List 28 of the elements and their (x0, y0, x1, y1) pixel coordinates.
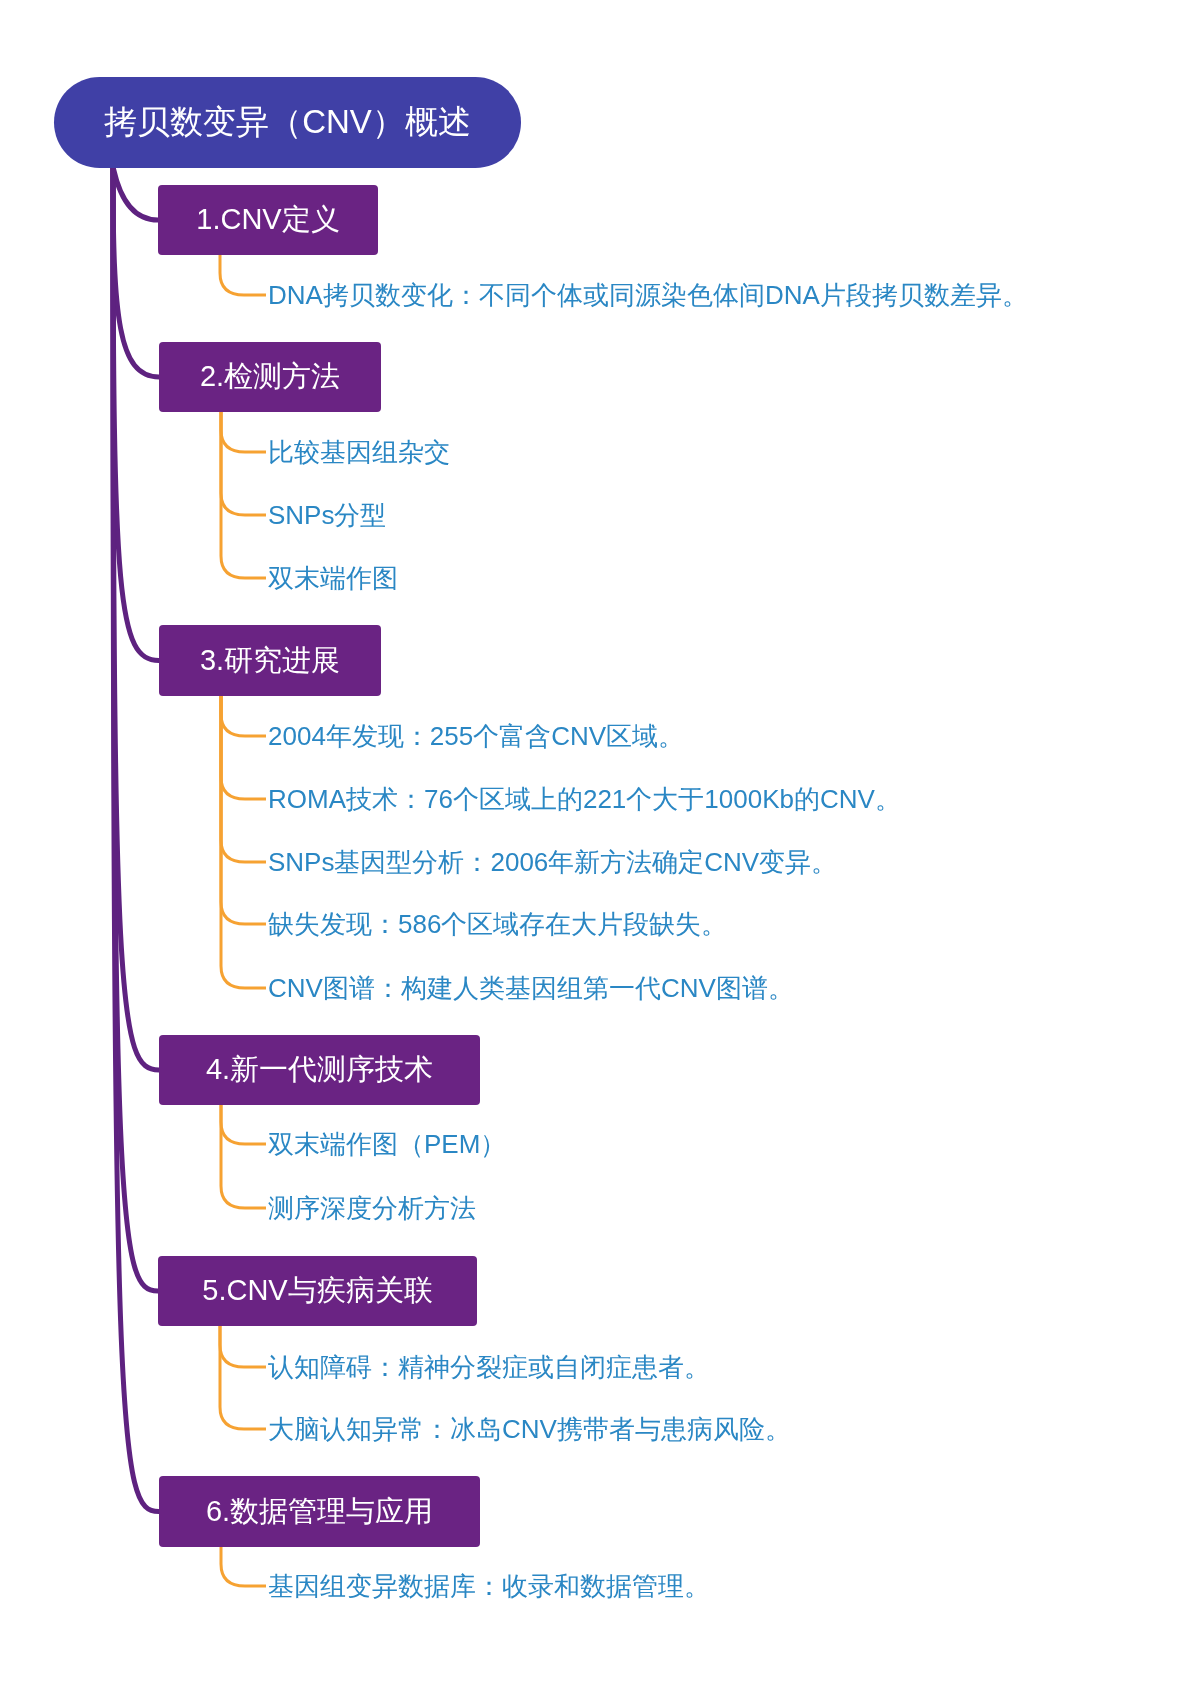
leaf-text: DNA拷贝数变化：不同个体或同源染色体间DNA片段拷贝数差异。 (268, 275, 1028, 315)
topic-box: 5.CNV与疾病关联 (158, 1256, 477, 1326)
leaf-text: CNV图谱：构建人类基因组第一代CNV图谱。 (268, 968, 794, 1008)
topic-box: 2.检测方法 (159, 342, 381, 412)
topic-box: 6.数据管理与应用 (159, 1476, 480, 1547)
leaf-text: 大脑认知异常：冰岛CNV携带者与患病风险。 (268, 1409, 791, 1449)
leaf-text: 测序深度分析方法 (268, 1188, 476, 1228)
leaf-text: 缺失发现：586个区域存在大片段缺失。 (268, 904, 728, 944)
branch-line (219, 1547, 266, 1588)
topic-box: 3.研究进展 (159, 625, 381, 696)
root-topic-box: 拷贝数变异（CNV）概述 (54, 77, 521, 168)
branch-line (219, 1105, 266, 1210)
branch-line (218, 255, 266, 297)
branch-line (218, 1326, 266, 1431)
leaf-text: 双末端作图（PEM） (268, 1124, 507, 1164)
leaf-text: 比较基因组杂交 (268, 432, 450, 472)
leaf-text: SNPs基因型分析：2006年新方法确定CNV变异。 (268, 842, 838, 882)
leaf-text: ROMA技术：76个区域上的221个大于1000Kb的CNV。 (268, 779, 901, 819)
leaf-text: 基因组变异数据库：收录和数据管理。 (268, 1566, 710, 1606)
leaf-text: 2004年发现：255个富含CNV区域。 (268, 716, 685, 756)
branch-line (219, 696, 266, 990)
branch-line (110, 168, 160, 1514)
branch-line (219, 412, 266, 580)
leaf-text: 双末端作图 (268, 558, 398, 598)
topic-box: 4.新一代测序技术 (159, 1035, 480, 1105)
leaf-text: 认知障碍：精神分裂症或自闭症患者。 (268, 1347, 710, 1387)
leaf-text: SNPs分型 (268, 495, 387, 535)
topic-box: 1.CNV定义 (158, 185, 378, 255)
